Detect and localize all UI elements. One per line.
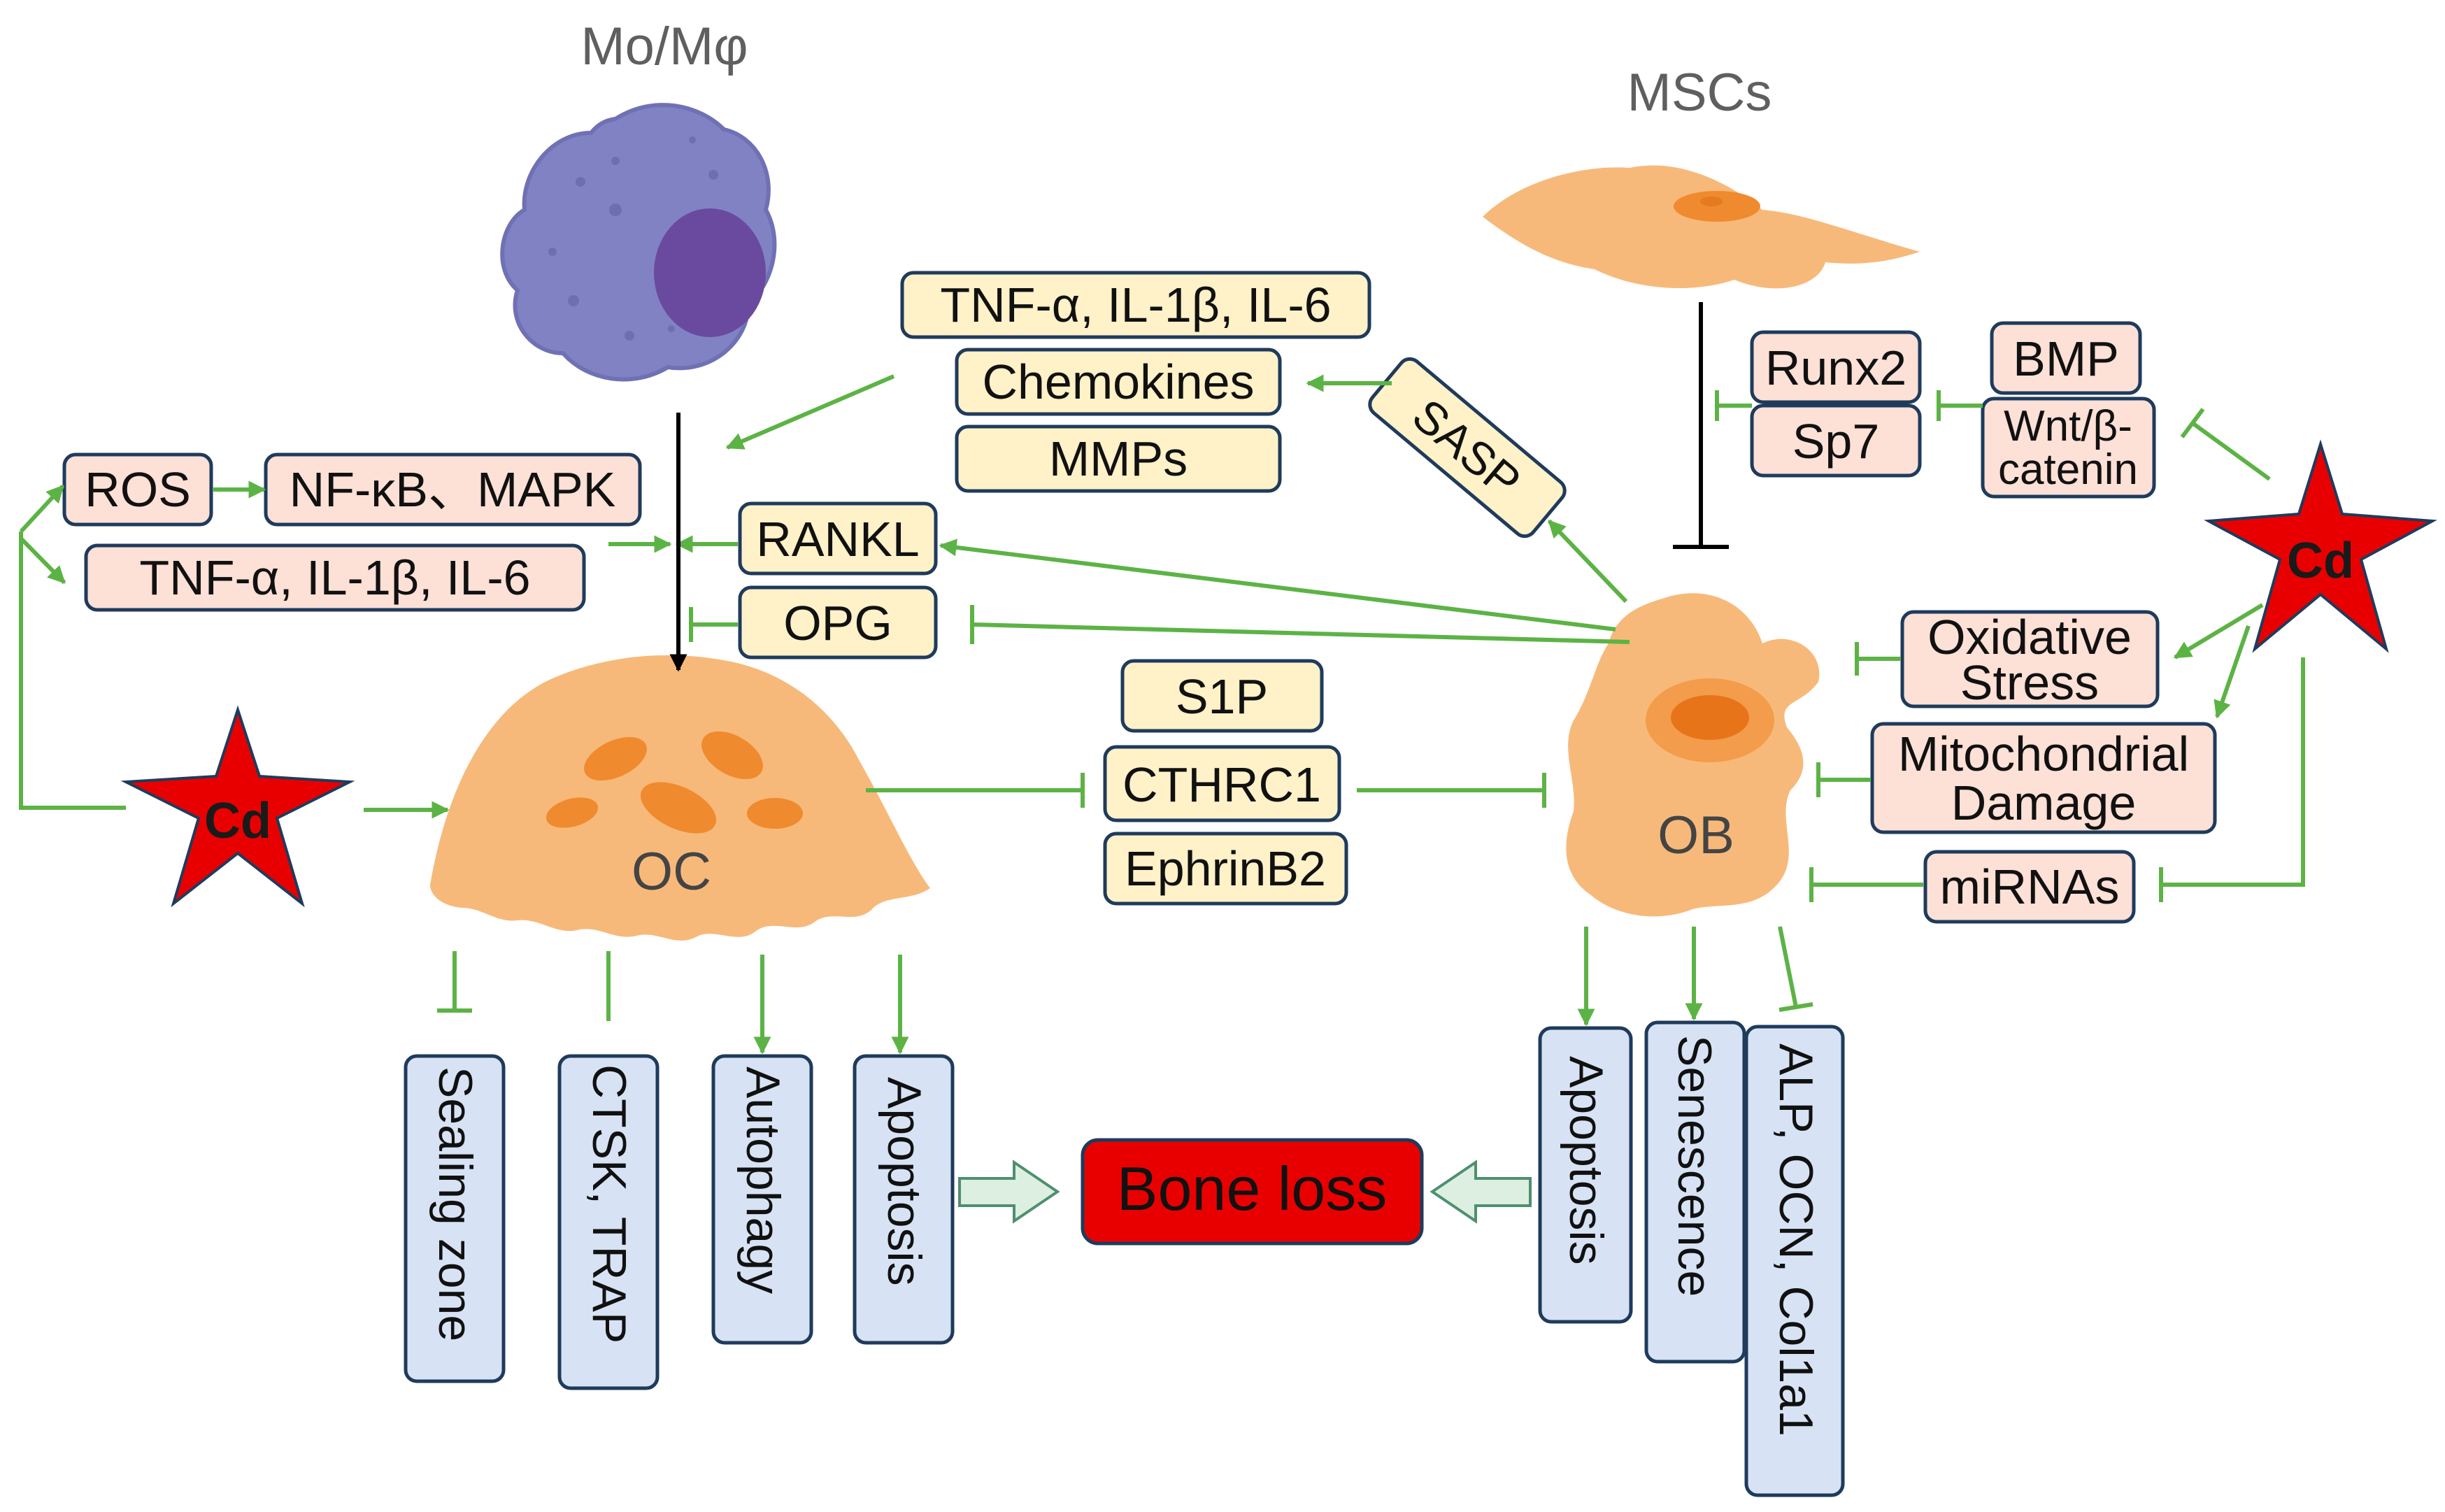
- sp7-label: Sp7: [1792, 414, 1880, 469]
- oc-label: OC: [632, 842, 711, 901]
- s1p-label: S1P: [1176, 669, 1268, 724]
- ob-inhibit-alp-bar: [1778, 1002, 1813, 1012]
- oc-outcome-box-0: [404, 1054, 506, 1383]
- ob-label: OB: [1658, 806, 1734, 865]
- cd-left-bracket: [19, 532, 126, 810]
- bracket-to-cytokines-arrow: [19, 536, 66, 585]
- ob-inhibit-opg: [971, 622, 1630, 644]
- ob-to-sasp-arrow: [1547, 519, 1628, 604]
- monocyte-macrophage-cell: [500, 103, 777, 382]
- rankl-label: RANKL: [756, 512, 919, 566]
- oxidative-label-line1: Oxidative: [1927, 610, 2132, 664]
- ob-outcome-box-0: [1538, 1026, 1633, 1324]
- nfkb-label: NF-κB、MAPK: [290, 462, 616, 517]
- ob-to-bone-loss-arrow: [1430, 1160, 1532, 1224]
- monocyte-label: Mo/Mφ: [580, 17, 748, 76]
- msc-cell: [1483, 165, 1920, 289]
- ob-outcome-0: Apoptosis: [1560, 1056, 1613, 1265]
- wnt-box: [1981, 397, 2156, 499]
- ros-label: ROS: [85, 462, 191, 517]
- sasp-cytokines-box: [900, 271, 1371, 339]
- ephrinb2-box: [1103, 832, 1348, 906]
- sasp-cytokines-label: TNF-α, IL-1β, IL-6: [940, 278, 1331, 332]
- left-cytokines-box: [84, 543, 586, 612]
- chemokines-label: Chemokines: [982, 355, 1254, 409]
- mirnas-label: miRNAs: [1940, 860, 2120, 914]
- cd-to-mirnas-line: [2161, 657, 2305, 887]
- ob-outcome-2: ALP, OCN, Col1a1: [1769, 1043, 1823, 1436]
- mito-label-line1: Mitochondrial: [1898, 727, 2189, 781]
- left-cytokines-label: TNF-α, IL-1β, IL-6: [139, 550, 530, 605]
- chemokines-box: [955, 348, 1282, 416]
- oc-to-bone-loss-arrow: [958, 1160, 1060, 1224]
- oc-outcome-1: CTSK, TRAP: [583, 1064, 636, 1343]
- msc-label: MSCs: [1627, 63, 1772, 122]
- ob-to-rankl-arrow: [939, 539, 1616, 632]
- bone-loss-label: Bone loss: [1117, 1154, 1387, 1223]
- cd-inhibit-bmp-bar: [2180, 408, 2205, 438]
- oxidative-label-line2: Stress: [1960, 655, 2099, 710]
- wnt-label-line1: Wnt/β-: [2004, 402, 2132, 450]
- ob-outcome-box-1: [1644, 1020, 1746, 1364]
- ob-outcome-box-2: [1744, 1025, 1845, 1497]
- oc-outcome-box-3: [853, 1054, 955, 1345]
- wnt-label-line2: catenin: [1998, 445, 2138, 494]
- osteoblast-cell: [1566, 593, 1820, 917]
- runx2-box: [1750, 330, 1922, 404]
- ros-box: [62, 452, 213, 527]
- oxidative-stress-box: [1900, 610, 2160, 708]
- cd-to-oxidative-arrow: [2173, 603, 2264, 659]
- factor-boxes: [62, 271, 2217, 1497]
- ephrinb2-label: EphrinB2: [1125, 841, 1326, 896]
- mmps-box: [955, 425, 1282, 493]
- oc-outcome-0: Sealing zone: [429, 1067, 482, 1341]
- oc-outcome-2: Autophagy: [736, 1067, 790, 1294]
- opg-label: OPG: [783, 596, 892, 650]
- oc-outcome-3: Apoptosis: [878, 1077, 931, 1286]
- opg-box: [738, 585, 938, 659]
- block-arrows: [958, 1160, 1532, 1224]
- sasp-badge: SASP: [1368, 357, 1567, 539]
- cd-right-label: Cd: [2287, 533, 2354, 589]
- oc-outcome-box-1: [557, 1054, 660, 1390]
- differentiation-lines: [669, 302, 1729, 672]
- outcome-labels: Sealing zone CTSK, TRAP Autophagy Apopto…: [429, 1035, 1823, 1436]
- connectors: [19, 374, 2305, 1055]
- cd-to-mito-arrow: [2214, 625, 2251, 719]
- osteoclast-cell: [430, 655, 930, 941]
- mito-label-line2: Damage: [1951, 776, 2137, 830]
- bmp-label: BMP: [2013, 331, 2119, 386]
- bmp-box: [1990, 321, 2142, 395]
- bracket-to-ros-arrow: [19, 484, 65, 534]
- ob-inhibit-alp: [1778, 926, 1798, 1008]
- runx2-label: Runx2: [1765, 341, 1906, 395]
- rankl-box: [738, 501, 938, 576]
- cd-left-label: Cd: [204, 793, 271, 849]
- sasp-to-monocyte-arrow: [725, 374, 895, 450]
- mitochondrial-damage-box: [1870, 722, 2217, 834]
- cd-star-right-icon: [2204, 439, 2437, 653]
- sp7-box: [1750, 404, 1922, 478]
- cd-inhibit-bmp: [2191, 421, 2271, 481]
- s1p-box: [1120, 659, 1324, 733]
- oc-outcome-box-2: [711, 1054, 813, 1345]
- cthrc1-box: [1103, 745, 1341, 822]
- cthrc1-label: CTHRC1: [1122, 757, 1321, 812]
- ob-outcome-1: Senescence: [1668, 1035, 1721, 1297]
- mirnas-box: [1923, 850, 2136, 924]
- box-labels: ROS NF-κB、MAPK TNF-α, IL-1β, IL-6 TNF-α,…: [85, 278, 2189, 1223]
- mmps-label: MMPs: [1049, 432, 1188, 486]
- bone-loss-box: [1081, 1138, 1424, 1246]
- cd-star-left-icon: [120, 705, 355, 908]
